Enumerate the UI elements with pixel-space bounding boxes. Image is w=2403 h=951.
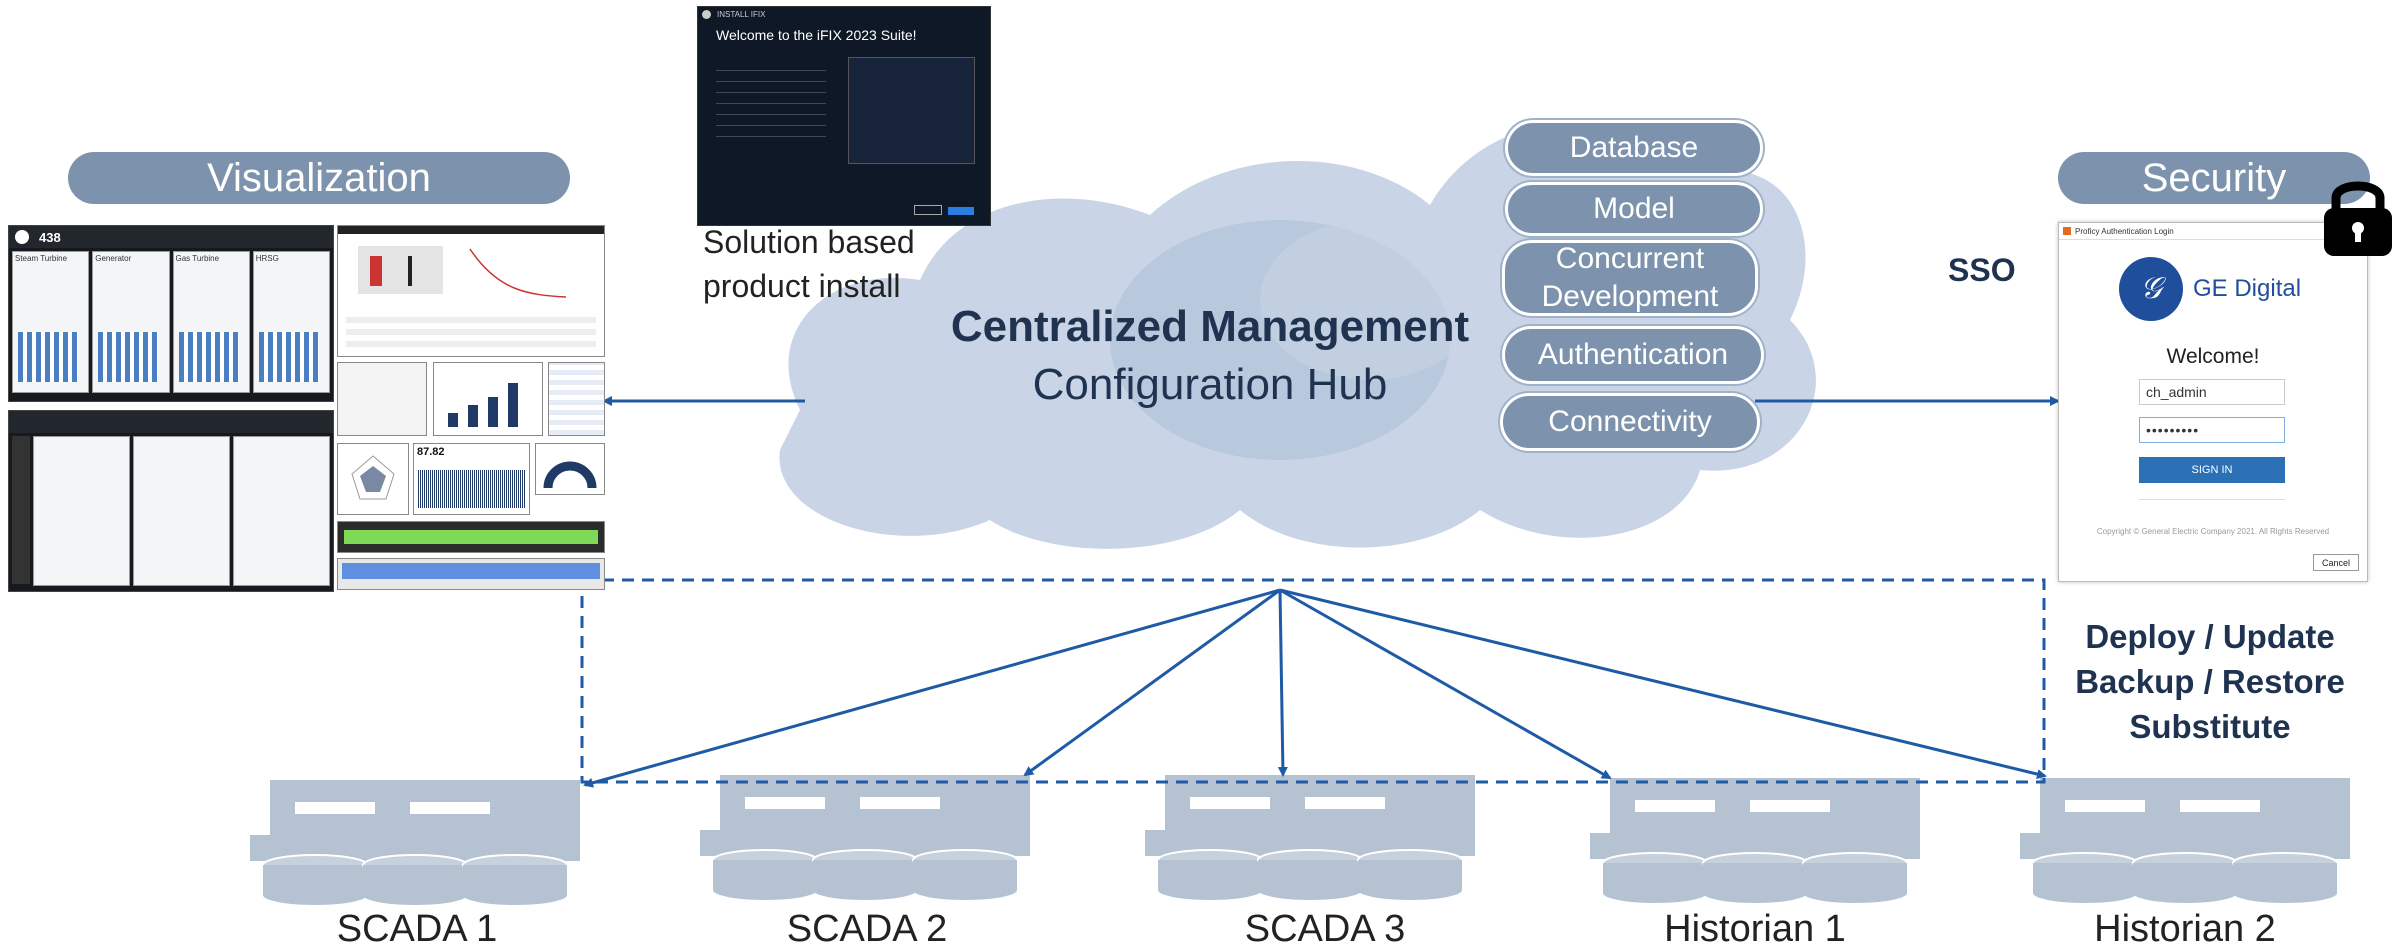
dashboard-screenshot-bottom [8,410,334,592]
server-historian-1 [1590,778,1920,903]
viz-tile-bar-chart [433,362,543,436]
tile-label-gas-turbine: Gas Turbine [175,254,220,263]
server-scada-2 [700,775,1030,900]
server-scada-1 [250,780,580,905]
arrow-hub-to-historian-1 [1279,588,1612,780]
login-brand: GE Digital [2193,275,2302,302]
viz-tile-gauge [535,443,605,495]
sign-in-button[interactable]: SIGN IN [2139,457,2285,483]
tile-label-hrsg: HRSG [255,254,279,263]
dashboard-screenshot-top: 438 Steam Turbine Generator Gas Turbine … [8,225,334,402]
viz-tile-radar [337,443,409,515]
dashed-deploy-boundary [580,578,2046,784]
tile-label-generator: Generator [95,254,132,263]
server-label-historian-2: Historian 2 [2094,908,2276,950]
viz-tile-timeline [337,558,605,590]
server-historian-2 [2020,778,2350,903]
waveform-value: 87.82 [417,446,445,458]
installer-next-button[interactable] [914,205,942,215]
hub-title: Centralized Management [950,302,1470,351]
service-model: Model [1505,182,1763,236]
server-scada-3 [1145,775,1475,900]
cancel-button[interactable]: Cancel [2313,554,2359,571]
installer-caption-line2: product install [703,268,901,304]
server-label-scada-3: SCADA 3 [1244,908,1406,950]
viz-tile-table [548,362,605,436]
sso-label: SSO [1948,252,2016,288]
tile-label-steam-turbine: Steam Turbine [15,254,68,263]
ops-line-2: Backup / Restore [2075,663,2345,700]
service-authentication: Authentication [1502,326,1764,384]
security-header: Security [2058,152,2370,204]
installer-welcome-text: Welcome to the iFIX 2023 Suite! [716,27,917,43]
dashboard-main-value: 438 [39,229,61,245]
ops-line-1: Deploy / Update [2085,618,2335,655]
login-window-title: Proficy Authentication Login [2075,226,2174,236]
server-label-historian-1: Historian 1 [1664,908,1846,950]
viz-tile-trend [337,225,605,357]
server-label-scada-1: SCADA 1 [336,908,498,950]
installer-install-button[interactable] [948,207,974,215]
login-window: Proficy Authentication Login 𝒢 GE Digita… [2058,222,2368,582]
service-concurrent-development: Concurrent Development [1502,240,1758,316]
service-database: Database [1505,120,1763,176]
installer-window: INSTALL IFIX Welcome to the iFIX 2023 Su… [697,6,991,226]
ge-logo-icon [15,230,29,244]
viz-tile-list [337,362,427,436]
installer-ge-icon [702,9,711,19]
installer-window-title: INSTALL IFIX [717,9,766,19]
login-copyright: Copyright © General Electric Company 202… [2096,527,2330,536]
password-field[interactable]: ••••••••• [2139,417,2285,443]
viz-tile-green-bar [337,521,605,553]
server-label-scada-2: SCADA 2 [786,908,948,950]
service-connectivity: Connectivity [1500,393,1760,451]
window-app-icon [2063,227,2071,235]
username-field[interactable]: ch_admin [2139,379,2285,405]
arrow-hub-to-scada-2 [1023,588,1281,777]
visualization-header: Visualization [68,152,570,204]
lock-icon [2318,172,2398,258]
installer-caption-line1: Solution based [703,224,915,260]
login-welcome: Welcome! [2166,345,2260,368]
arrow-hub-to-scada-1 [583,588,1281,788]
ops-line-3: Substitute [2129,708,2291,745]
arrow-hub-to-historian-2 [1279,588,2047,779]
arrow-hub-to-scada-3 [1277,589,1288,777]
hub-subtitle: Configuration Hub [1032,360,1388,409]
viz-tile-waveform: 87.82 [413,443,530,515]
ge-logo-icon: 𝒢 [2119,257,2183,321]
